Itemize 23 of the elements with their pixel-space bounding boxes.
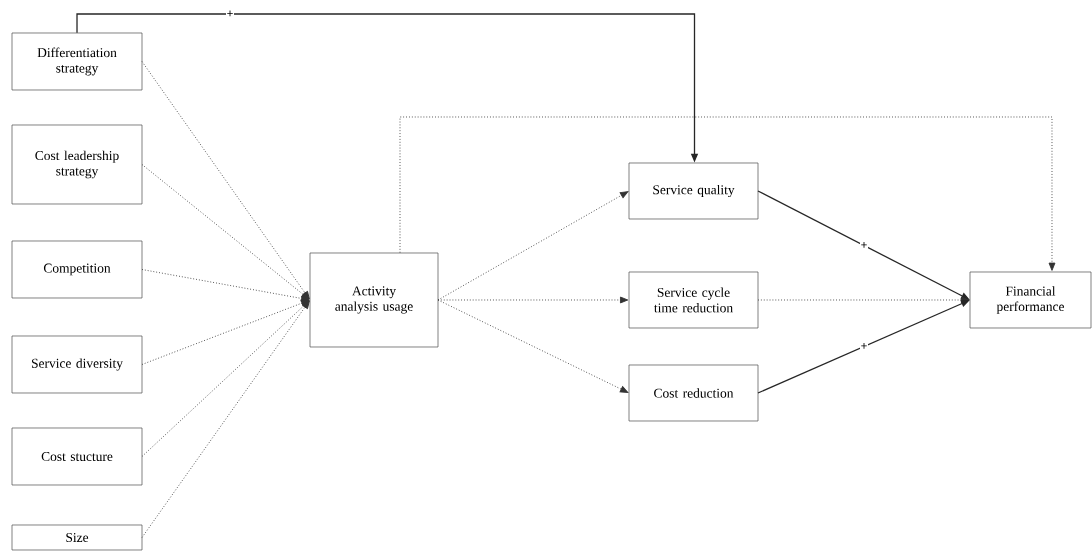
arrow (437, 191, 629, 301)
box: Cost leadership strategy (11, 124, 143, 205)
box: Competition (11, 240, 143, 299)
arrow (757, 190, 970, 300)
box: Service quality (628, 162, 759, 220)
arrow (437, 296, 629, 304)
arrow (141, 300, 310, 538)
box: Cost stucture (11, 427, 143, 486)
box: Differentiation strategy (11, 32, 143, 91)
arrow (141, 269, 310, 302)
edge-label: + (860, 241, 868, 250)
edge-label: + (226, 10, 234, 18)
box: Activity analysis usage (309, 252, 439, 348)
arrow (437, 299, 629, 393)
arrow (141, 164, 310, 300)
box: Financial performance (969, 271, 1092, 329)
arrow (399, 116, 1056, 271)
box: Service diversity (11, 335, 143, 394)
edge-label: + (860, 342, 868, 351)
box: Service cycle time reduction (628, 271, 759, 329)
arrow (757, 296, 970, 304)
box: Size (11, 524, 143, 551)
box: Cost reduction (628, 364, 759, 422)
